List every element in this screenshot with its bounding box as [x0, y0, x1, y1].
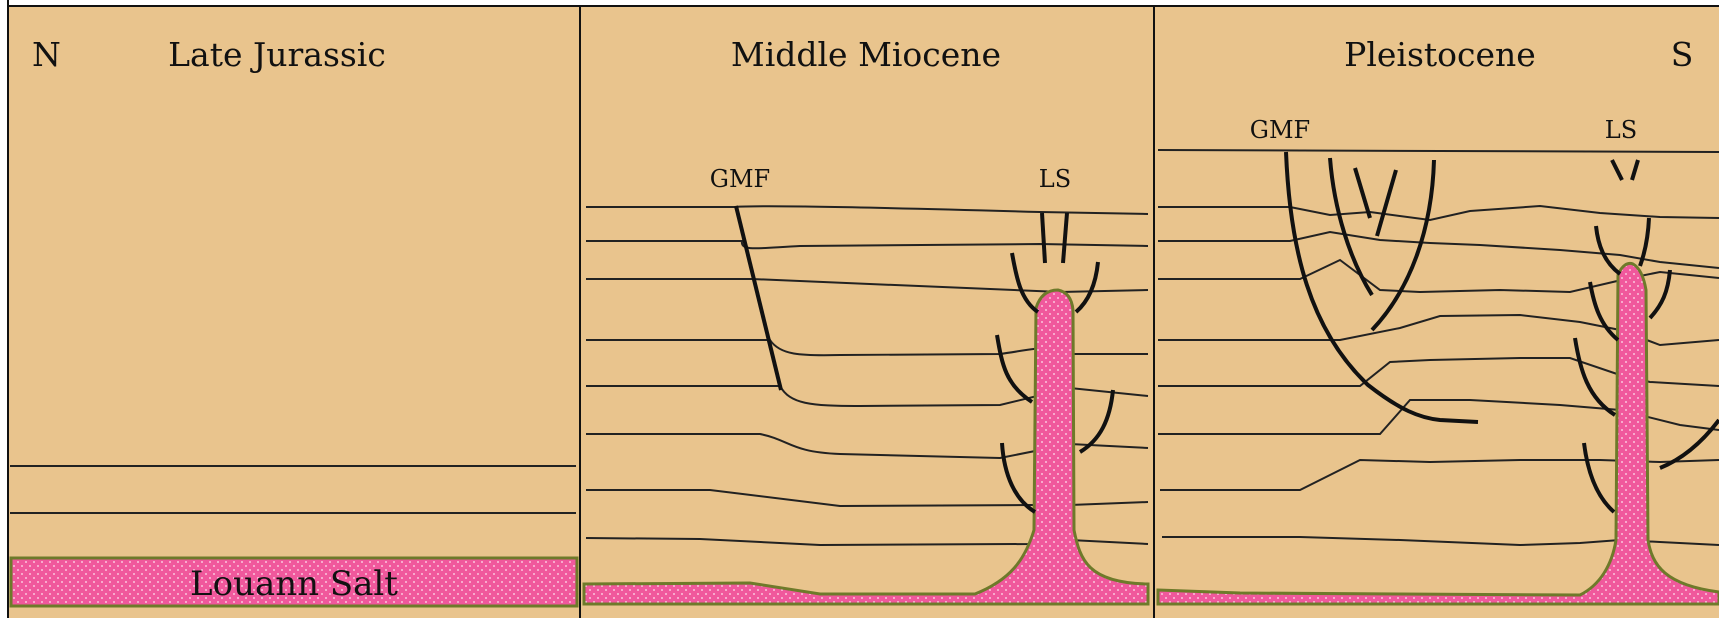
diagram-background [8, 6, 1719, 618]
panel-title-late-jurassic: Late Jurassic [168, 35, 386, 74]
north-label: N [32, 35, 61, 74]
ls-label-miocene: LS [1039, 165, 1071, 193]
gmf-label-miocene: GMF [710, 165, 770, 193]
ls-label-pleistocene: LS [1605, 116, 1637, 144]
panel-title-middle-miocene: Middle Miocene [731, 35, 1001, 74]
south-label: S [1671, 35, 1694, 74]
gmf-label-pleistocene: GMF [1250, 116, 1310, 144]
louann-salt-label: Louann Salt [190, 564, 398, 604]
panel-title-pleistocene: Pleistocene [1344, 35, 1536, 74]
